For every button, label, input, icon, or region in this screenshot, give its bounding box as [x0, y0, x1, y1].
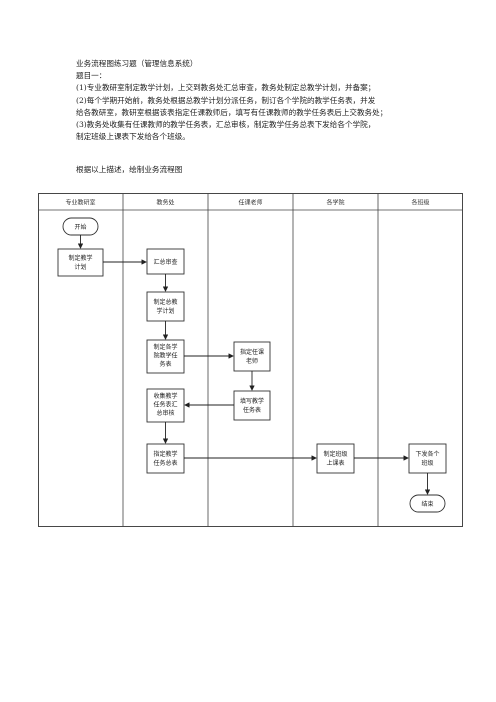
document-heading: 业务流程图练习题（管理信息系统） [76, 59, 198, 68]
assign-teacher-line-2: 老师 [246, 357, 258, 365]
requirement-line-3: 给各教研室，教研室根据该表指定任课教师后，填写有任课教师的教学任务表后上交教务处… [76, 107, 388, 117]
fill-tasks-line-2: 任务表 [243, 406, 261, 414]
collect-line-2: 任务表汇 [153, 401, 177, 409]
review-node: 汇总审查 [146, 248, 185, 275]
flowchart: 专业教研室 教务处 任课老师 各学院 各班级 开始 制定教学 计划 汇总审查 制… [38, 193, 463, 532]
requirement-line-2: (2)每个学期开始前，教务处根据总教学计划分派任务，制订各个学院的教学任务表，并… [76, 95, 376, 105]
dispatch-classes-node: 下发各个 班级 [408, 443, 447, 474]
college-tasks-node: 制定各学 院教学任 务表 [146, 339, 185, 374]
total-plan-line-2: 学计划 [156, 307, 174, 315]
diagram-frame [38, 193, 463, 527]
problem-text: 业务流程图练习题（管理信息系统） 题目一： (1)专业教研室制定教学计划，上交到… [76, 58, 436, 143]
college-tasks-line-3: 务表 [159, 360, 171, 368]
flowchart-svg: 专业教研室 教务处 任课老师 各学院 各班级 开始 制定教学 计划 汇总审查 制… [38, 193, 463, 527]
task-total-line-2: 任务总表 [153, 459, 177, 467]
class-schedule-node: 制定班级 上课表 [316, 443, 355, 474]
start-label: 开始 [74, 223, 86, 231]
class-schedule-line-2: 上课表 [326, 459, 344, 467]
lane-header-classes: 各班级 [411, 199, 429, 207]
dispatch-line-2: 班级 [421, 459, 433, 467]
total-plan-node: 制定总教 学计划 [146, 291, 185, 322]
lane-header-colleges: 各学院 [326, 199, 344, 207]
end-node: 结束 [409, 494, 446, 513]
task-total-line-1: 指定教学 [153, 450, 177, 458]
end-label: 结束 [421, 500, 433, 508]
lane-header-teaching-office: 专业教研室 [65, 199, 95, 207]
assign-teacher-node: 指定任课 老师 [233, 341, 271, 372]
question-label: 题目一： [76, 71, 107, 81]
fill-tasks-node: 填写教学 任务表 [233, 390, 271, 421]
make-plan-line-2: 计划 [74, 263, 86, 271]
fill-tasks-line-1: 填写教学 [240, 397, 264, 405]
make-plan-line-1: 制定教学 [68, 254, 92, 262]
instruction-text: 根据以上描述，绘制业务流程图 [76, 165, 183, 174]
task-total-node: 指定教学 任务总表 [146, 443, 185, 474]
collect-line-1: 收集教学 [153, 392, 177, 400]
make-plan-node: 制定教学 计划 [57, 248, 104, 277]
collect-review-node: 收集教学 任务表汇 总审核 [146, 388, 185, 423]
start-node: 开始 [62, 217, 99, 236]
college-tasks-line-1: 制定各学 [153, 343, 177, 351]
college-tasks-line-2: 院教学任 [153, 352, 177, 360]
class-schedule-line-1: 制定班级 [323, 450, 347, 458]
requirement-line-5: 制定班级上课表下发给各个班级。 [76, 132, 190, 142]
total-plan-line-1: 制定总教 [153, 298, 177, 306]
lane-header-teacher: 任课老师 [238, 199, 262, 207]
dispatch-line-1: 下发各个 [415, 450, 439, 458]
assign-teacher-line-1: 指定任课 [240, 348, 264, 356]
collect-line-3: 总审核 [156, 409, 174, 417]
requirement-line-4: (3)教务处收集有任课教师的教学任务表，汇总审核，制定教学任务总表下发给各个学院… [76, 120, 376, 130]
review-label: 汇总审查 [153, 258, 177, 266]
requirement-line-1: (1)专业教研室制定教学计划，上交到教务处汇总审查，教务处制定总教学计划，并备案… [76, 83, 376, 93]
lane-header-academic-affairs: 教务处 [156, 199, 174, 207]
